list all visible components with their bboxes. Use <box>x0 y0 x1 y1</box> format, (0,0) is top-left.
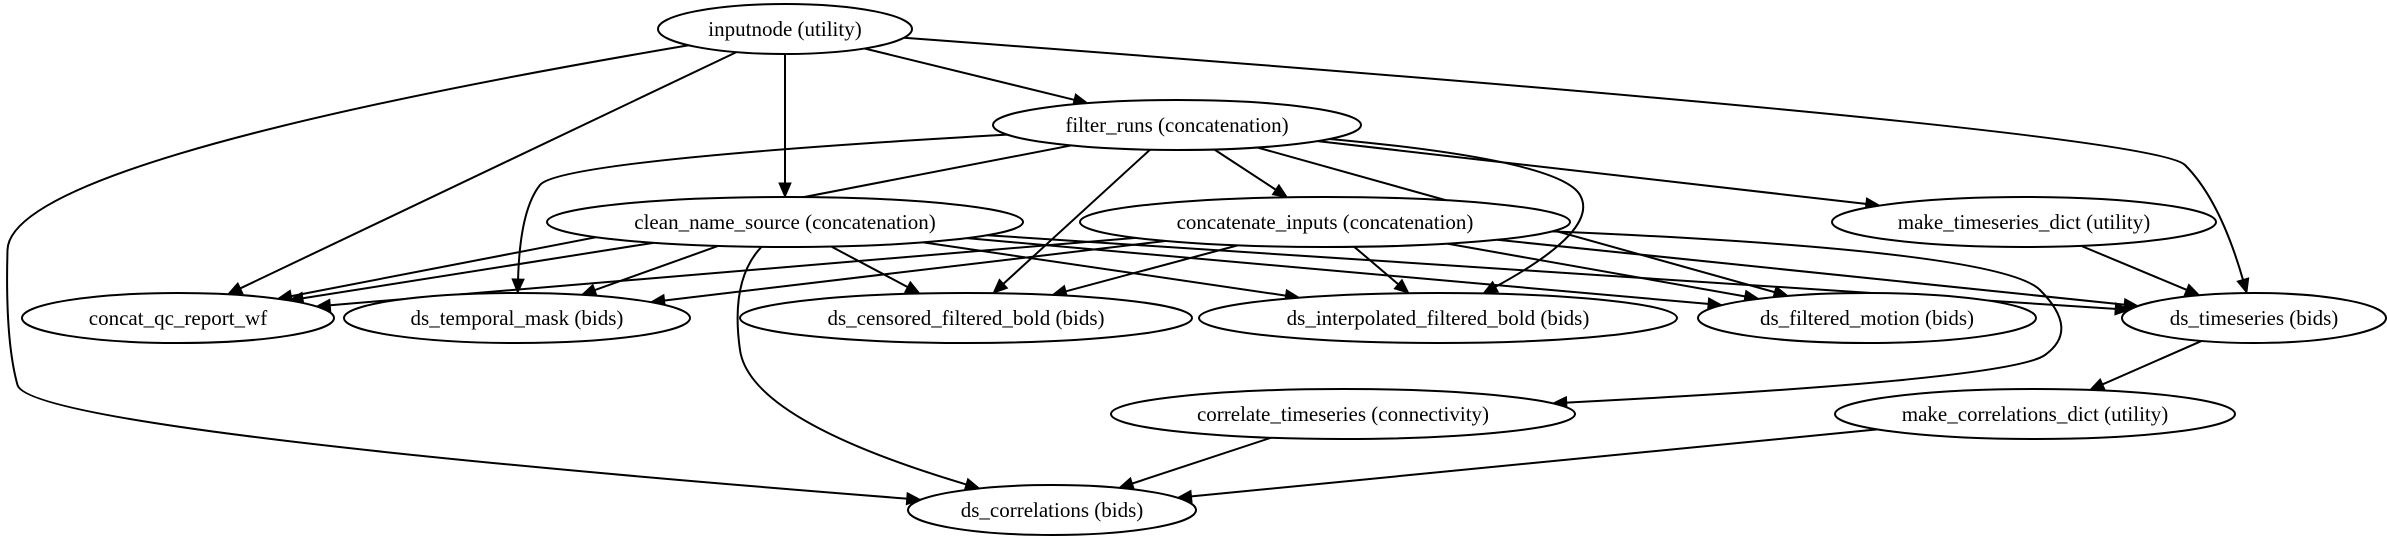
node-inputnode: inputnode (utility) <box>657 3 913 55</box>
edge-line <box>1497 238 2125 306</box>
edge-filter_runs-to-ds_censored_filtered_bold <box>992 148 1151 295</box>
edge-line <box>1002 148 1151 285</box>
arrowhead-icon <box>2114 302 2131 316</box>
node-ellipse <box>1198 292 1678 344</box>
edge-clean_name_source-to-ds_correlations <box>736 246 981 491</box>
node-ellipse <box>657 3 913 55</box>
node-ds-interpolated-filtered-bold: ds_interpolated_filtered_bold (bids) <box>1198 292 1678 344</box>
edge-concatenate_inputs-to-ds_interpolated_filtered_bold <box>1353 246 1410 295</box>
edge-line <box>239 51 737 290</box>
node-ellipse <box>546 196 1024 248</box>
edge-inputnode-to-filter_runs <box>864 47 1089 107</box>
node-ellipse <box>1831 196 2217 248</box>
node-label: clean_name_source (concatenation) <box>634 210 935 234</box>
edge-line <box>517 133 1008 280</box>
node-label: ds_timeseries (bids) <box>2170 306 2339 330</box>
node-label: make_correlations_dict (utility) <box>1902 402 2169 426</box>
edge-line <box>594 245 719 292</box>
node-ellipse <box>1834 388 2236 440</box>
edge-line <box>664 239 1166 302</box>
node-ellipse <box>2121 292 2387 344</box>
node-label: ds_censored_filtered_bold (bids) <box>827 306 1104 330</box>
edge-line <box>1065 244 1238 293</box>
edge-inputnode-to-concat_qc_report_wf <box>226 51 737 295</box>
edge-inputnode-to-clean_name_source <box>778 54 792 199</box>
node-filter-runs: filter_runs (concatenation) <box>992 99 1362 151</box>
node-ellipse <box>1110 388 1576 440</box>
node-concat-qc-report-wf: concat_qc_report_wf <box>21 292 335 344</box>
edge-line <box>830 245 908 288</box>
node-label: concat_qc_report_wf <box>89 306 267 330</box>
node-concatenate-inputs: concatenate_inputs (concatenation) <box>1079 196 1571 248</box>
arrowhead-icon <box>511 278 525 295</box>
node-ds-censored-filtered-bold: ds_censored_filtered_bold (bids) <box>739 292 1193 344</box>
edge-line <box>736 246 967 486</box>
node-clean-name-source: clean_name_source (concatenation) <box>546 196 1024 248</box>
nodes-layer: inputnode (utility) filter_runs (concaten… <box>21 3 2387 536</box>
node-label: ds_filtered_motion (bids) <box>1760 306 1974 330</box>
edge-filter_runs-to-ds_temporal_mask <box>511 133 1008 295</box>
node-correlate-timeseries: correlate_timeseries (connectivity) <box>1110 388 1576 440</box>
node-ds-timeseries: ds_timeseries (bids) <box>2121 292 2387 344</box>
node-ellipse <box>1697 292 2037 344</box>
edge-line <box>1353 246 1399 285</box>
edge-line <box>1213 148 1277 191</box>
edge-make_timeseries_dict-to-ds_timeseries <box>2080 244 2201 296</box>
node-ellipse <box>739 292 1193 344</box>
node-ds-temporal-mask: ds_temporal_mask (bids) <box>343 292 691 344</box>
edge-line <box>903 36 2244 280</box>
node-ellipse <box>343 292 691 344</box>
node-label: ds_correlations (bids) <box>961 498 1144 522</box>
edge-line <box>1329 137 1585 288</box>
edges-layer <box>6 36 2250 506</box>
node-ds-correlations: ds_correlations (bids) <box>907 484 1197 536</box>
node-make-timeseries-dict: make_timeseries_dict (utility) <box>1831 196 2217 248</box>
node-label: concatenate_inputs (concatenation) <box>1177 210 1474 234</box>
edge-ds_timeseries-to-make_correlations_dict <box>2088 340 2203 391</box>
edge-line <box>1191 428 1878 498</box>
edge-line <box>6 44 907 500</box>
edge-clean_name_source-to-ds_temporal_mask <box>580 245 719 297</box>
arrowhead-icon <box>226 281 244 295</box>
node-make-correlations-dict: make_correlations_dict (utility) <box>1834 388 2236 440</box>
node-label: inputnode (utility) <box>708 17 861 41</box>
arrowhead-icon <box>2088 377 2106 391</box>
node-label: correlate_timeseries (connectivity) <box>1197 402 1489 426</box>
edge-filter_runs-to-concatenate_inputs <box>1213 148 1289 198</box>
edge-correlate_timeseries-to-ds_correlations <box>1117 436 1272 490</box>
edge-line <box>2102 340 2203 386</box>
node-ellipse <box>1079 196 1571 248</box>
node-label: ds_temporal_mask (bids) <box>411 306 624 330</box>
edge-make_correlations_dict-to-ds_correlations <box>1176 428 1878 504</box>
node-label: filter_runs (concatenation) <box>1065 113 1288 137</box>
arrowhead-icon <box>2183 283 2201 296</box>
arrowhead-icon <box>2236 277 2250 295</box>
arrowhead-icon <box>1393 278 1410 295</box>
edge-line <box>1551 230 2063 404</box>
arrowhead-icon <box>1271 183 1289 198</box>
edge-line <box>2080 244 2187 291</box>
node-label: make_timeseries_dict (utility) <box>1898 210 2151 234</box>
node-ds-filtered-motion: ds_filtered_motion (bids) <box>1697 292 2037 344</box>
edge-line <box>1317 140 1867 205</box>
edge-inputnode-to-ds_correlations <box>6 44 922 506</box>
node-label: ds_interpolated_filtered_bold (bids) <box>1287 306 1590 330</box>
node-ellipse <box>21 292 335 344</box>
arrowhead-icon <box>992 278 1009 295</box>
arrowhead-icon <box>903 280 921 295</box>
edge-line <box>864 47 1075 101</box>
node-ellipse <box>992 99 1362 151</box>
edge-line <box>1132 436 1272 485</box>
edge-line <box>1447 242 1746 298</box>
edge-clean_name_source-to-ds_censored_filtered_bold <box>830 245 921 295</box>
edge-inputnode-to-ds_timeseries <box>903 36 2250 295</box>
arrowhead-icon <box>778 182 792 199</box>
edge-line <box>302 241 654 300</box>
node-ellipse <box>907 484 1197 536</box>
